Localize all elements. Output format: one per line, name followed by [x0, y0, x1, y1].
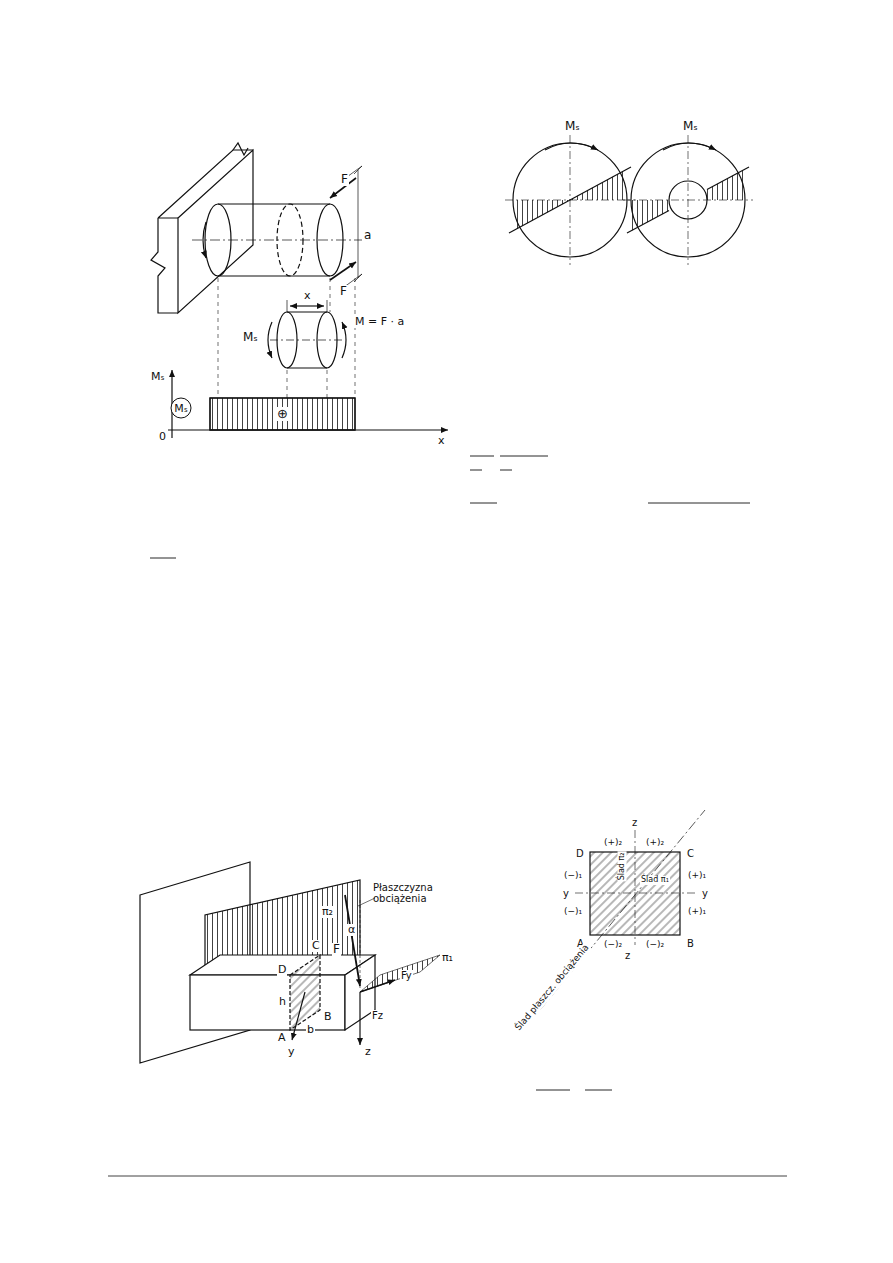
circled-symbol: Mₛ — [170, 397, 192, 419]
label: y — [701, 888, 709, 899]
label: (−)₁ — [563, 907, 583, 917]
label: (+)₁ — [687, 871, 707, 881]
label: Ślad π₂ — [618, 851, 627, 881]
label: Fz — [371, 1010, 384, 1021]
label: (−)₂ — [645, 940, 665, 950]
label: F — [332, 943, 341, 956]
wall — [151, 143, 253, 313]
label: Ślad π₁ — [640, 876, 670, 885]
label: Mₛ — [564, 120, 581, 133]
label: y — [287, 1046, 296, 1058]
forces — [330, 166, 362, 290]
label: (+)₁ — [687, 907, 707, 917]
label: a — [363, 229, 372, 242]
fraction-bars — [150, 456, 750, 1090]
label: B — [323, 1011, 333, 1023]
beam — [190, 955, 375, 1030]
label: z — [364, 1046, 372, 1058]
label: D — [277, 964, 287, 976]
label: 0 — [158, 431, 167, 443]
symbol-text: Mₛ — [174, 403, 188, 414]
load-plane — [205, 880, 360, 965]
label: M = F · a — [354, 316, 405, 328]
label: x — [437, 435, 446, 447]
label: y — [562, 888, 570, 899]
label: b — [306, 1024, 315, 1036]
label: Mₛ — [150, 371, 166, 383]
footer-rule — [108, 1176, 787, 1177]
label: Mₛ — [242, 331, 259, 344]
shaft — [192, 204, 362, 276]
label: (+)₂ — [603, 838, 623, 848]
label: B — [686, 938, 695, 949]
label: C — [686, 848, 695, 859]
label: Ślad płaszcz. obciążenia — [513, 942, 592, 1033]
label: (+)₂ — [645, 838, 665, 848]
label: π₂ — [321, 906, 334, 918]
torque-diagram — [168, 370, 448, 438]
label: Fy — [400, 970, 413, 981]
label: C — [311, 940, 321, 952]
hollow-section — [623, 135, 753, 265]
label: z — [624, 950, 631, 961]
solid-section — [505, 135, 635, 265]
projection-lines — [218, 278, 355, 398]
forces-axes — [292, 895, 440, 1045]
label: F — [340, 173, 349, 186]
label: h — [278, 996, 287, 1008]
label: x — [303, 290, 312, 302]
shaft-segment — [268, 300, 346, 368]
label: π₁ — [441, 952, 454, 964]
label: A — [277, 1032, 287, 1044]
label: ⊕ — [276, 407, 289, 421]
label: (−)₂ — [603, 940, 623, 950]
label: (−)₁ — [563, 871, 583, 881]
label: z — [631, 817, 638, 828]
label: F — [339, 285, 348, 298]
label: Płaszczyzna obciążenia — [372, 882, 448, 904]
label: α — [347, 924, 356, 936]
label: D — [575, 848, 585, 859]
label: Mₛ — [682, 120, 699, 133]
